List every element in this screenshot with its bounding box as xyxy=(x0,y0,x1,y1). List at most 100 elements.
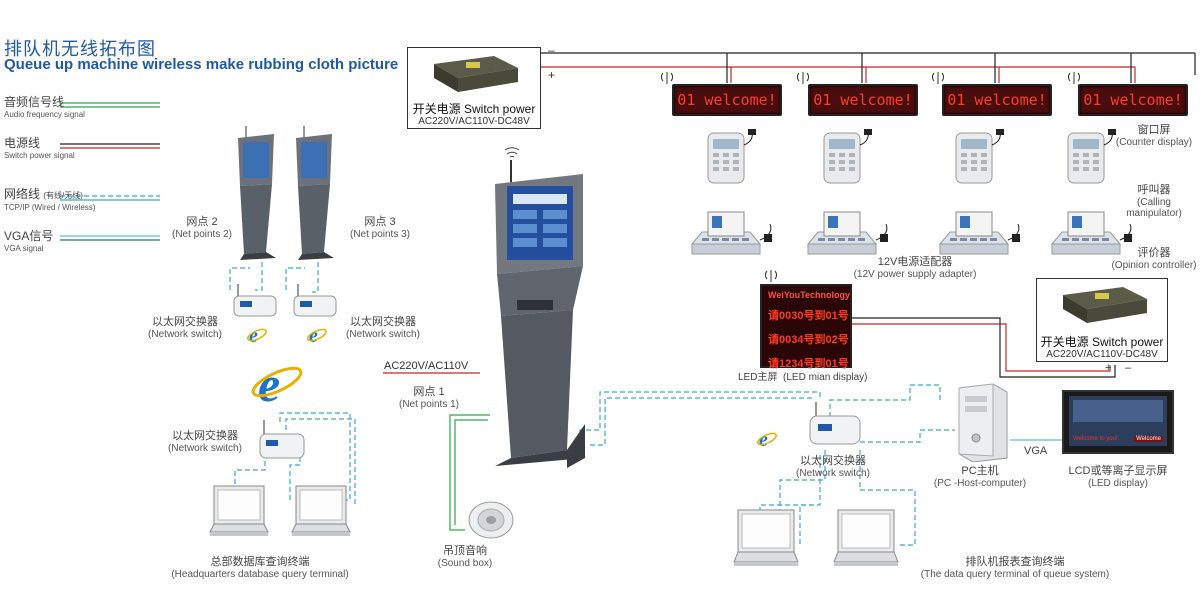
lcd-screen-text: Welcome to you! xyxy=(1073,436,1118,442)
counter-display-num: 01 xyxy=(677,91,696,109)
label-net-point-1: 网点 1 (Net points 1) xyxy=(396,386,462,410)
power-minus-sign: – xyxy=(548,43,555,57)
power-minus-sign: – xyxy=(1125,362,1132,374)
legend-network-cn-note: (有线/无线) xyxy=(43,191,83,200)
led-main-display: WeiYouTechnology 请0030号到01号 请0034号到02号 请… xyxy=(760,284,852,370)
counter-display-3: 01 welcome! xyxy=(942,84,1052,116)
label-lcd: LCD或等离子显示屏 (LED display) xyxy=(1056,465,1180,489)
label-pc-host: PC主机 (PC -Host-computer) xyxy=(925,465,1035,489)
power-bus-right xyxy=(850,317,1116,378)
label-hq-terminal-cn: 总部数据库查询终端 xyxy=(210,556,310,568)
label-net-point-3: 网点 3 (Net points 3) xyxy=(340,216,420,240)
led-main-line: 请0030号到01号 xyxy=(768,310,849,322)
counter-display-text: welcome! xyxy=(840,91,913,109)
counter-display-1: 01 welcome! xyxy=(672,84,782,116)
network-switch-1 xyxy=(230,284,280,325)
queue-laptop-1 xyxy=(732,508,802,585)
laptop-icon xyxy=(291,485,351,536)
opinion-controller-2 xyxy=(804,210,896,267)
label-opinion-en: (Opinion controller) xyxy=(1111,260,1197,271)
queue-kiosk-3 xyxy=(290,124,340,269)
label-sound-box: 吊顶音响 (Sound box) xyxy=(430,545,500,569)
counter-display-2: 01 welcome! xyxy=(808,84,918,116)
label-switch-4-cn: 以太网交换器 xyxy=(800,455,866,467)
label-switch-3: 以太网交换器 (Network switch) xyxy=(160,430,250,454)
label-switch-3-cn: 以太网交换器 xyxy=(172,430,238,442)
queue-kiosk-main xyxy=(455,140,595,485)
opinion-controller-1 xyxy=(688,210,780,267)
label-pc-host-en: (PC -Host-computer) xyxy=(933,478,1027,489)
network-switch-icon xyxy=(233,284,277,317)
queue-laptop-2 xyxy=(832,508,902,585)
label-adapter-en: (12V power supply adapter) xyxy=(853,269,977,280)
antenna-icon xyxy=(1067,70,1081,89)
kiosk-icon xyxy=(238,126,276,260)
switch-power-top-en: Switch power xyxy=(463,102,536,116)
internet-icon: e xyxy=(246,324,268,351)
laptop-icon xyxy=(209,485,269,536)
label-net-point-3-cn: 网点 3 xyxy=(364,216,396,228)
pc-host xyxy=(955,382,1011,467)
label-opinion-cn: 评价器 xyxy=(1137,247,1171,259)
label-net-point-3-en: (Net points 3) xyxy=(349,229,411,240)
kiosk-icon xyxy=(495,160,585,468)
counter-display-num: 01 xyxy=(1083,91,1102,109)
label-switch-2: 以太网交换器 (Network switch) xyxy=(338,316,428,340)
calling-manipulator-2 xyxy=(816,125,876,192)
label-queue-terminal-cn: 排队机报表查询终端 xyxy=(965,556,1065,568)
counter-display-num: 01 xyxy=(813,91,832,109)
label-counter-display-cn: 窗口屏 xyxy=(1137,124,1171,136)
label-queue-terminal: 排队机报表查询终端 (The data query terminal of qu… xyxy=(910,556,1120,580)
network-switch-icon xyxy=(259,420,305,459)
opinion-controller-icon xyxy=(690,211,772,255)
calling-manipulator-icon xyxy=(955,129,1004,184)
power-plus-sign: + xyxy=(1105,362,1112,374)
label-adapter-cn: 12V电源适配器 xyxy=(877,256,953,268)
legend-audio: 音频信号线 Audio frequency signal xyxy=(4,96,85,120)
hq-laptop-2 xyxy=(290,484,352,557)
label-switch-1-cn: 以太网交换器 xyxy=(152,316,218,328)
legend-power-en: Switch power signal xyxy=(4,151,75,160)
label-pc-host-cn: PC主机 xyxy=(961,465,999,477)
label-calling-cn: 呼叫器 xyxy=(1137,184,1171,196)
legend-vga-cn: VGA信号 xyxy=(4,229,54,243)
switch-power-right-en: Switch power xyxy=(1091,335,1164,349)
label-counter-display: 窗口屏 (Counter display) xyxy=(1108,124,1200,148)
opinion-controller-icon xyxy=(806,211,888,255)
diagram-title-en: Queue up machine wireless make rubbing c… xyxy=(4,56,399,73)
network-switch-4 xyxy=(806,402,866,455)
counter-display-4: 01 welcome! xyxy=(1078,84,1188,116)
label-net-point-2-en: (Net points 2) xyxy=(171,229,233,240)
opinion-controller-icon xyxy=(1050,211,1132,255)
calling-manipulator-3 xyxy=(948,125,1008,192)
label-ac: AC220V/AC110V xyxy=(384,360,469,372)
label-hq-terminal-en: (Headquarters database query terminal) xyxy=(171,569,349,580)
antenna-icon xyxy=(660,70,674,89)
internet-icon: e xyxy=(756,428,778,455)
switch-power-top-cn: 开关电源 xyxy=(412,102,461,116)
label-net-point-1-en: (Net points 1) xyxy=(398,399,460,410)
legend-network-en-note: (Wired / Wireless) xyxy=(31,203,96,212)
network-switch-2 xyxy=(290,284,340,325)
opinion-controller-icon xyxy=(938,211,1020,255)
label-calling-en: (Calling manipulator) xyxy=(1126,197,1182,219)
label-calling: 呼叫器 (Calling manipulator) xyxy=(1108,184,1200,219)
lcd-display: Welcome to you! Welcome xyxy=(1062,390,1174,454)
label-sound-box-cn: 吊顶音响 xyxy=(443,545,487,557)
label-opinion: 评价器 (Opinion controller) xyxy=(1108,247,1200,271)
led-main-line: WeiYouTechnology xyxy=(768,290,851,300)
counter-display-num: 01 xyxy=(947,91,966,109)
label-led-main-en: (LED mian display) xyxy=(783,372,868,383)
internet-icon: e xyxy=(306,324,328,351)
legend-audio-cn: 音频信号线 xyxy=(4,95,65,109)
label-switch-2-cn: 以太网交换器 xyxy=(350,316,416,328)
speaker-icon xyxy=(468,501,514,539)
power-plus-sign: + xyxy=(548,68,556,82)
switch-power-top: 开关电源 Switch power AC220V/AC110V-DC48V xyxy=(407,47,541,129)
wireless-signal-icon xyxy=(503,140,521,163)
power-supply-icon xyxy=(434,56,518,92)
label-switch-2-en: (Network switch) xyxy=(346,329,420,340)
legend-vga-en: VGA signal xyxy=(4,244,44,253)
switch-power-top-spec: AC220V/AC110V-DC48V xyxy=(418,116,530,127)
svg-text:e: e xyxy=(249,325,258,346)
